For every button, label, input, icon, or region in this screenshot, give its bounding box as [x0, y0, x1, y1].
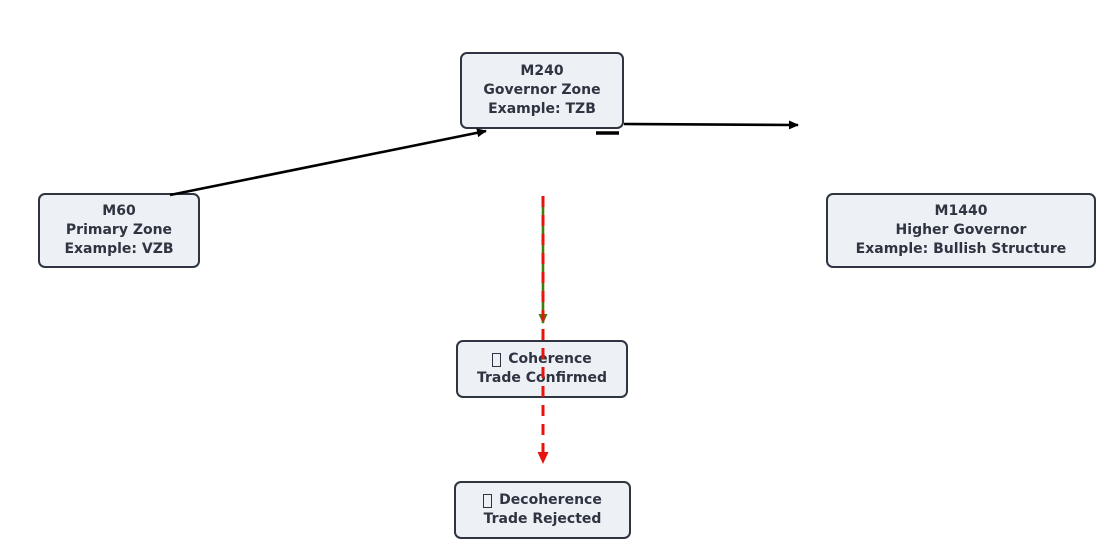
node-example: Example: Bullish Structure — [855, 240, 1067, 257]
node-m1440-higher-governor: M1440 Higher Governor Example: Bullish S… — [826, 193, 1096, 268]
node-title: Decoherence — [483, 491, 602, 510]
node-subtitle: Trade Rejected — [483, 511, 602, 527]
edge-m240-to-m1440 — [623, 120, 799, 130]
missing-glyph-icon — [492, 352, 502, 367]
missing-glyph-icon — [483, 493, 493, 508]
node-title-text: Coherence — [508, 351, 592, 368]
node-title: Coherence — [492, 350, 592, 369]
node-subtitle: Primary Zone — [65, 222, 173, 239]
node-decoherence-trade-rejected: Decoherence Trade Rejected — [454, 481, 631, 539]
node-example: Example: TZB — [488, 100, 596, 117]
node-coherence-trade-confirmed: Coherence Trade Confirmed — [456, 340, 628, 398]
node-title: M240 — [520, 63, 564, 80]
node-subtitle: Governor Zone — [483, 82, 601, 99]
node-m60-primary-zone: M60 Primary Zone Example: VZB — [38, 193, 200, 268]
node-subtitle: Trade Confirmed — [477, 370, 607, 386]
node-title-text: Decoherence — [499, 492, 602, 509]
edge-m60-to-m240 — [169, 128, 487, 197]
node-example: Example: VZB — [64, 240, 174, 257]
node-subtitle: Higher Governor — [895, 222, 1027, 239]
node-title: M60 — [102, 203, 136, 220]
node-m240-governor-zone: M240 Governor Zone Example: TZB — [460, 52, 624, 129]
node-title: M1440 — [934, 203, 988, 220]
